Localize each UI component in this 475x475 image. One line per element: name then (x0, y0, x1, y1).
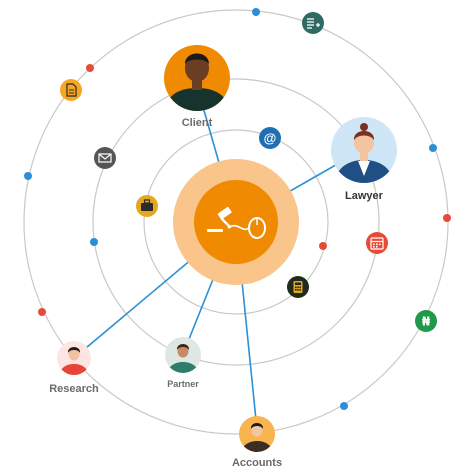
briefcase-icon[interactable] (136, 195, 158, 217)
orbit-ring-1 (143, 129, 329, 315)
naira-icon[interactable]: ₦ (415, 310, 437, 332)
label-partner: Partner (167, 379, 199, 389)
avatar-client-face (185, 54, 209, 82)
mail-icon[interactable] (94, 147, 116, 169)
orbit-ring-2 (92, 78, 380, 366)
avatar-accounts-face (251, 423, 263, 437)
avatar-research[interactable] (57, 341, 91, 376)
list-add-icon[interactable] (302, 12, 324, 34)
orbit-dot-red (38, 308, 46, 316)
avatar-lawyer-hair (353, 131, 375, 140)
orbit-rings (23, 9, 449, 435)
calculator-icon[interactable] (287, 276, 309, 298)
avatar-client[interactable] (164, 45, 230, 112)
avatar-partner[interactable] (165, 337, 201, 374)
hub-core (194, 180, 278, 264)
orbit-ring-3 (23, 9, 449, 435)
orbit-dot-red (443, 214, 451, 222)
avatar-accounts-hair (250, 423, 264, 429)
gavel-mouse-icon (207, 206, 266, 239)
avatar-partner-body (167, 362, 199, 373)
orbit-dots (24, 8, 451, 410)
orbit-dot-blue (340, 402, 348, 410)
calendar-icon[interactable] (366, 232, 388, 254)
orbit-dot-blue (24, 172, 32, 180)
orbit-dot-red (86, 64, 94, 72)
orbit-dot-blue (90, 238, 98, 246)
at-sign-icon[interactable]: @ (259, 127, 281, 149)
svg-text:@: @ (264, 131, 277, 146)
label-research: Research (49, 383, 99, 395)
label-accounts: Accounts (232, 457, 282, 469)
avatar-client-body (164, 88, 230, 111)
label-client: Client (182, 117, 213, 129)
avatar-research-body (59, 364, 89, 375)
svg-text:₦: ₦ (422, 315, 431, 329)
label-lawyer: Lawyer (345, 190, 384, 202)
orbit-dot-blue (429, 144, 437, 152)
avatar-accounts-body (241, 441, 273, 452)
avatar-research-hair (67, 347, 81, 353)
avatar-lawyer[interactable] (331, 117, 397, 184)
avatar-research-face (68, 347, 80, 361)
avatar-client-hair (185, 53, 209, 64)
avatar-partner-face (177, 344, 189, 358)
hub[interactable] (173, 159, 299, 285)
avatar-partner-hair (176, 344, 190, 350)
document-icon[interactable] (60, 79, 82, 101)
avatar-accounts[interactable] (239, 416, 275, 453)
orbit-dot-red (319, 242, 327, 250)
orbit-dot-blue (252, 8, 260, 16)
